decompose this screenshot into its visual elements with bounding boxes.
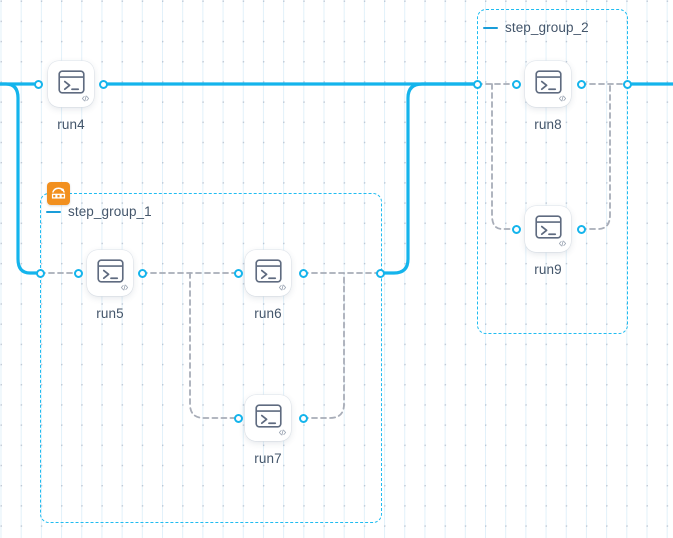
port-run9-out[interactable] [576,224,586,234]
sagemaker-model-icon[interactable] [47,182,70,205]
group-label-step_group_2[interactable]: step_group_2 [483,20,589,35]
node-label-run5: run5 [96,306,124,321]
node-label-run9: run9 [534,262,562,277]
terminal-icon [534,214,562,244]
code-glyph-icon [278,428,287,439]
port-run4-in[interactable] [33,79,43,89]
code-glyph-icon [81,94,90,105]
port-group2-in[interactable] [472,79,482,89]
port-run6-in[interactable] [233,268,243,278]
node-run9[interactable] [525,206,571,252]
terminal-icon [534,69,562,99]
terminal-icon [96,258,124,288]
port-run5-out[interactable] [137,268,147,278]
port-group2-out[interactable] [622,79,632,89]
node-label-run4: run4 [57,117,85,132]
collapse-dash-icon[interactable] [46,210,61,213]
port-run7-out[interactable] [298,413,308,423]
group-box-step_group_1[interactable] [40,193,382,523]
port-run5-in[interactable] [73,268,83,278]
port-run8-in[interactable] [511,79,521,89]
port-group1-in[interactable] [35,268,45,278]
collapse-dash-icon[interactable] [483,26,498,29]
node-label-run7: run7 [254,451,282,466]
node-label-run6: run6 [254,306,282,321]
port-run4-out[interactable] [98,79,108,89]
node-run8[interactable] [525,61,571,107]
group-name-text: step_group_2 [505,20,589,35]
port-run8-out[interactable] [576,79,586,89]
edge-path[interactable] [0,82,42,275]
group-box-step_group_2[interactable] [477,9,628,334]
code-glyph-icon [558,239,567,250]
node-run6[interactable] [245,250,291,296]
group-name-text: step_group_1 [68,204,152,219]
group-label-step_group_1[interactable]: step_group_1 [46,204,152,219]
node-run5[interactable] [87,250,133,296]
port-run9-in[interactable] [511,224,521,234]
code-glyph-icon [120,283,129,294]
code-glyph-icon [558,94,567,105]
terminal-icon [254,403,282,433]
port-run6-out[interactable] [298,268,308,278]
edge-path[interactable] [378,82,479,275]
port-run7-in[interactable] [233,413,243,423]
node-run7[interactable] [245,395,291,441]
terminal-icon [57,69,85,99]
port-group1-out[interactable] [375,268,385,278]
node-label-run8: run8 [534,117,562,132]
code-glyph-icon [278,283,287,294]
node-run4[interactable] [48,61,94,107]
terminal-icon [254,258,282,288]
